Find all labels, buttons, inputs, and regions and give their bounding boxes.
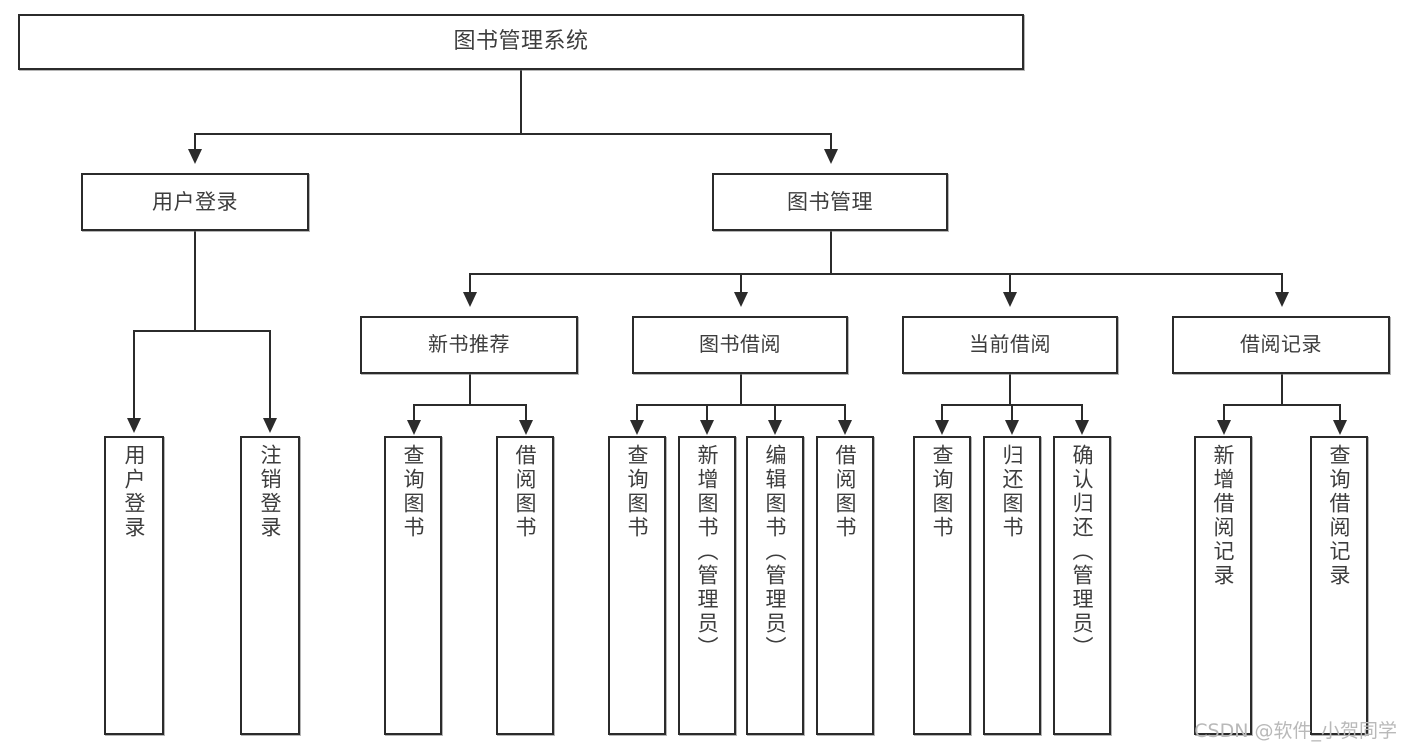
arrow-bookborrow-to-leaf-2 bbox=[700, 420, 714, 435]
arrow-bookborrow-to-leaf-4 bbox=[838, 420, 852, 435]
arrow-bookmgmt-to-l2-2 bbox=[734, 292, 748, 307]
arrow-borrowrecords-to-leaf-2 bbox=[1333, 420, 1347, 435]
connector-borrowrecords-bar bbox=[1223, 404, 1339, 406]
connector-bookmgmt-to-l2-4 bbox=[1281, 273, 1283, 293]
node-label: 编辑图书（管理员） bbox=[763, 444, 788, 660]
arrow-login-to-leaf-2 bbox=[263, 418, 277, 433]
node-label: 确认归还（管理员） bbox=[1070, 444, 1095, 660]
connector-bookmgmt-to-l2-2 bbox=[740, 273, 742, 293]
node-label: 新书推荐 bbox=[428, 332, 510, 357]
leaf-currentborrow-confirm-return-admin[interactable]: 确认归还（管理员） bbox=[1053, 436, 1111, 735]
leaf-borrowrecords-add-record[interactable]: 新增借阅记录 bbox=[1194, 436, 1252, 735]
connector-bookmgmt-to-l2-1 bbox=[469, 273, 471, 293]
node-label: 图书管理 bbox=[787, 189, 873, 214]
leaf-bookborrow-add-book-admin[interactable]: 新增图书（管理员） bbox=[678, 436, 736, 735]
connector-bookborrow-stem bbox=[740, 374, 742, 406]
node-book-borrow[interactable]: 图书借阅 bbox=[632, 316, 848, 374]
leaf-user-login[interactable]: 用户登录 bbox=[104, 436, 164, 735]
arrow-bookmgmt-to-l2-4 bbox=[1275, 292, 1289, 307]
node-book-management[interactable]: 图书管理 bbox=[712, 173, 948, 231]
connector-login-bar bbox=[133, 330, 270, 332]
connector-newbook-to-leaf-2 bbox=[525, 404, 527, 422]
node-label: 用户登录 bbox=[122, 444, 147, 540]
arrow-currentborrow-to-leaf-3 bbox=[1075, 420, 1089, 435]
connector-login-to-leaf-1 bbox=[133, 330, 135, 418]
arrow-bookmgmt-to-l2-1 bbox=[463, 292, 477, 307]
node-new-book-recommend[interactable]: 新书推荐 bbox=[360, 316, 578, 374]
node-label: 图书借阅 bbox=[699, 332, 781, 357]
connector-newbook-stem bbox=[469, 374, 471, 406]
node-borrow-records[interactable]: 借阅记录 bbox=[1172, 316, 1390, 374]
arrow-login-to-leaf-1 bbox=[127, 418, 141, 433]
connector-borrowrecords-stem bbox=[1281, 374, 1283, 406]
node-label: 查询图书 bbox=[625, 444, 650, 540]
node-label: 查询图书 bbox=[930, 444, 955, 540]
arrow-borrowrecords-to-leaf-1 bbox=[1217, 420, 1231, 435]
leaf-bookborrow-borrow-book[interactable]: 借阅图书 bbox=[816, 436, 874, 735]
node-root-system[interactable]: 图书管理系统 bbox=[18, 14, 1024, 70]
leaf-newbook-query-book[interactable]: 查询图书 bbox=[384, 436, 442, 735]
leaf-bookborrow-query-book[interactable]: 查询图书 bbox=[608, 436, 666, 735]
leaf-currentborrow-return-book[interactable]: 归还图书 bbox=[983, 436, 1041, 735]
node-user-login[interactable]: 用户登录 bbox=[81, 173, 309, 231]
arrow-bookborrow-to-leaf-1 bbox=[630, 420, 644, 435]
node-label: 当前借阅 bbox=[969, 332, 1051, 357]
node-label: 查询借阅记录 bbox=[1327, 444, 1352, 588]
connector-bookborrow-to-leaf-1 bbox=[636, 404, 638, 422]
connector-newbook-to-leaf-1 bbox=[413, 404, 415, 422]
connector-borrowrecords-to-leaf-1 bbox=[1223, 404, 1225, 422]
leaf-borrowrecords-query-record[interactable]: 查询借阅记录 bbox=[1310, 436, 1368, 735]
connector-root-bar bbox=[194, 133, 831, 135]
arrow-newbook-to-leaf-2 bbox=[519, 420, 533, 435]
arrow-currentborrow-to-leaf-1 bbox=[935, 420, 949, 435]
connector-root-to-login bbox=[194, 133, 196, 151]
arrow-root-to-bookmgmt bbox=[824, 149, 838, 164]
arrow-bookborrow-to-leaf-3 bbox=[768, 420, 782, 435]
connector-newbook-bar bbox=[413, 404, 525, 406]
leaf-currentborrow-query-book[interactable]: 查询图书 bbox=[913, 436, 971, 735]
connector-bookmgmt-bar bbox=[469, 273, 1281, 275]
leaf-bookborrow-edit-book-admin[interactable]: 编辑图书（管理员） bbox=[746, 436, 804, 735]
connector-borrowrecords-to-leaf-2 bbox=[1339, 404, 1341, 422]
connector-currentborrow-to-leaf-1 bbox=[941, 404, 943, 422]
node-label: 注销登录 bbox=[258, 444, 283, 540]
node-label: 新增图书（管理员） bbox=[695, 444, 720, 660]
leaf-logout[interactable]: 注销登录 bbox=[240, 436, 300, 735]
connector-root-stem bbox=[520, 70, 522, 134]
leaf-newbook-borrow-book[interactable]: 借阅图书 bbox=[496, 436, 554, 735]
node-label: 借阅记录 bbox=[1240, 332, 1322, 357]
connector-bookborrow-to-leaf-4 bbox=[844, 404, 846, 422]
arrow-bookmgmt-to-l2-3 bbox=[1003, 292, 1017, 307]
node-label: 借阅图书 bbox=[833, 444, 858, 540]
node-label: 归还图书 bbox=[1000, 444, 1025, 540]
connector-bookborrow-to-leaf-3 bbox=[774, 404, 776, 422]
node-label: 图书管理系统 bbox=[453, 29, 589, 55]
connector-bookborrow-bar bbox=[636, 404, 846, 406]
connector-login-to-leaf-2 bbox=[269, 330, 271, 418]
node-label: 用户登录 bbox=[152, 189, 238, 214]
arrow-currentborrow-to-leaf-2 bbox=[1005, 420, 1019, 435]
connector-currentborrow-to-leaf-2 bbox=[1011, 404, 1013, 422]
node-label: 借阅图书 bbox=[513, 444, 538, 540]
connector-login-stem bbox=[194, 231, 196, 331]
node-current-borrow[interactable]: 当前借阅 bbox=[902, 316, 1118, 374]
arrow-newbook-to-leaf-1 bbox=[407, 420, 421, 435]
connector-currentborrow-to-leaf-3 bbox=[1081, 404, 1083, 422]
node-label: 新增借阅记录 bbox=[1211, 444, 1236, 588]
connector-bookmgmt-to-l2-3 bbox=[1009, 273, 1011, 293]
connector-bookmgmt-stem bbox=[830, 231, 832, 275]
node-label: 查询图书 bbox=[401, 444, 426, 540]
csdn-watermark: CSDN @软件_小贺同学 bbox=[1194, 720, 1397, 742]
connector-currentborrow-stem bbox=[1009, 374, 1011, 406]
connector-bookborrow-to-leaf-2 bbox=[706, 404, 708, 422]
connector-root-to-bookmgmt bbox=[830, 133, 832, 151]
arrow-root-to-login bbox=[188, 149, 202, 164]
